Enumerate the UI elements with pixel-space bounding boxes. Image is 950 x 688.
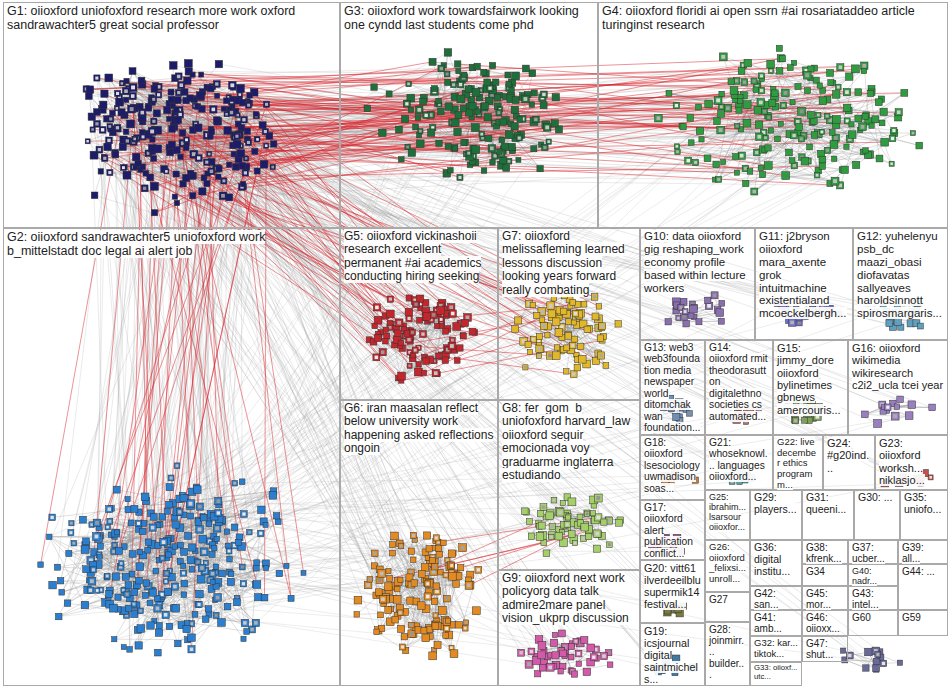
graph-canvas: G1: oiioxford uniofoxford research more … — [0, 0, 950, 688]
